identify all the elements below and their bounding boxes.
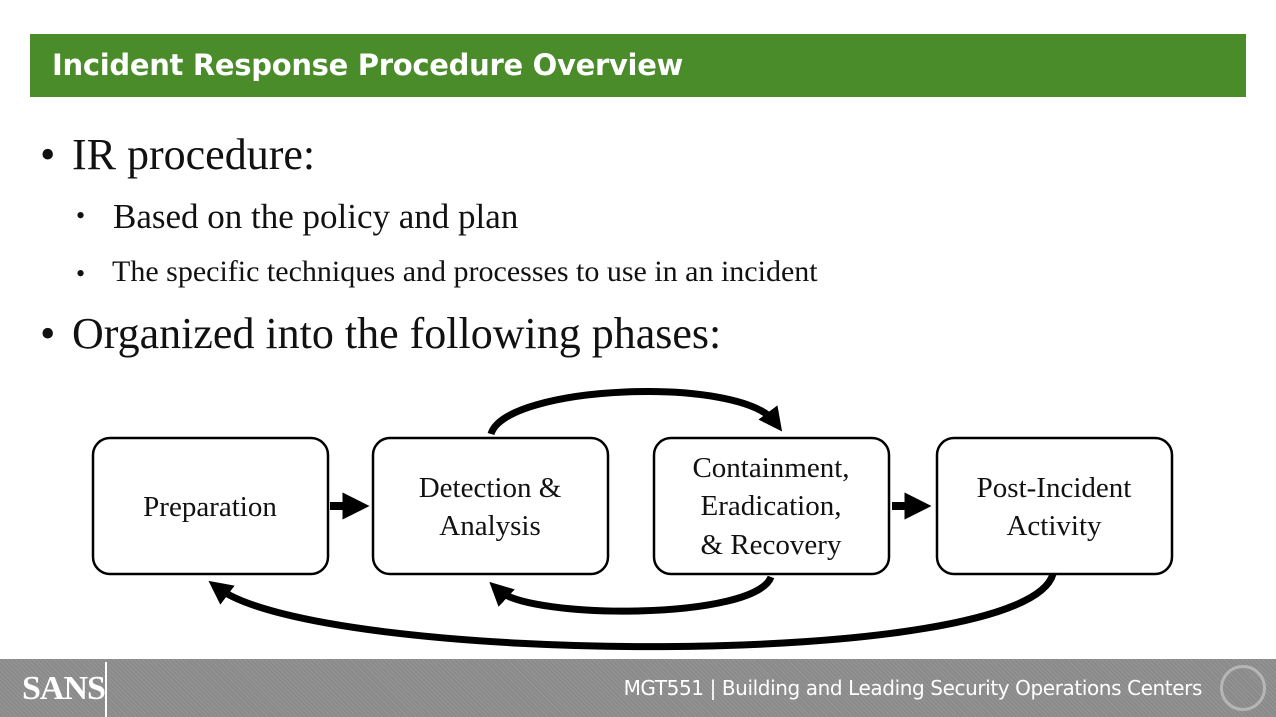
phase-label-containment-line3: & Recovery xyxy=(701,529,842,561)
loop-arrow-postincident-to-preparation xyxy=(208,572,1057,651)
phase-box-preparation xyxy=(91,436,330,576)
bullet-text: Based on the policy and plan xyxy=(113,197,519,236)
phase-box-containment xyxy=(652,436,891,576)
footer-bar: SANS MGT551 | Building and Leading Secur… xyxy=(0,659,1276,717)
bullet-dot-icon: • xyxy=(40,130,56,179)
slide-title: Incident Response Procedure Overview xyxy=(52,48,684,82)
bullet-dot-icon: • xyxy=(40,309,56,358)
bullet-text: The specific techniques and processes to… xyxy=(112,255,818,288)
phase-label-containment-line1: Containment, xyxy=(692,452,849,484)
sans-logo: SANS xyxy=(22,670,106,707)
title-bar: Incident Response Procedure Overview xyxy=(30,34,1246,97)
bullet-text: IR procedure: xyxy=(72,130,316,179)
phase-box-post-incident xyxy=(935,436,1174,576)
phase-label-postincident-line1: Post-Incident xyxy=(977,472,1132,504)
phase-label-postincident-line2: Activity xyxy=(1006,510,1102,542)
watermark-icon xyxy=(1220,665,1266,711)
bullet-dot-icon: • xyxy=(76,201,86,230)
phase-label-containment-line2: Eradication, xyxy=(701,490,842,522)
phase-label-preparation: Preparation xyxy=(143,491,277,523)
course-title: MGT551 | Building and Leading Security O… xyxy=(623,676,1203,700)
phase-box-detection xyxy=(371,436,610,576)
bullet-dot-icon: • xyxy=(76,259,86,288)
footer-divider xyxy=(105,662,107,717)
loop-arrow-detection-to-containment xyxy=(487,388,783,436)
bullet-text: Organized into the following phases: xyxy=(72,309,722,358)
phase-label-detection-line2: Analysis xyxy=(439,510,541,542)
loop-arrow-containment-to-detection xyxy=(489,575,775,615)
phase-label-detection-line1: Detection & xyxy=(419,472,562,504)
